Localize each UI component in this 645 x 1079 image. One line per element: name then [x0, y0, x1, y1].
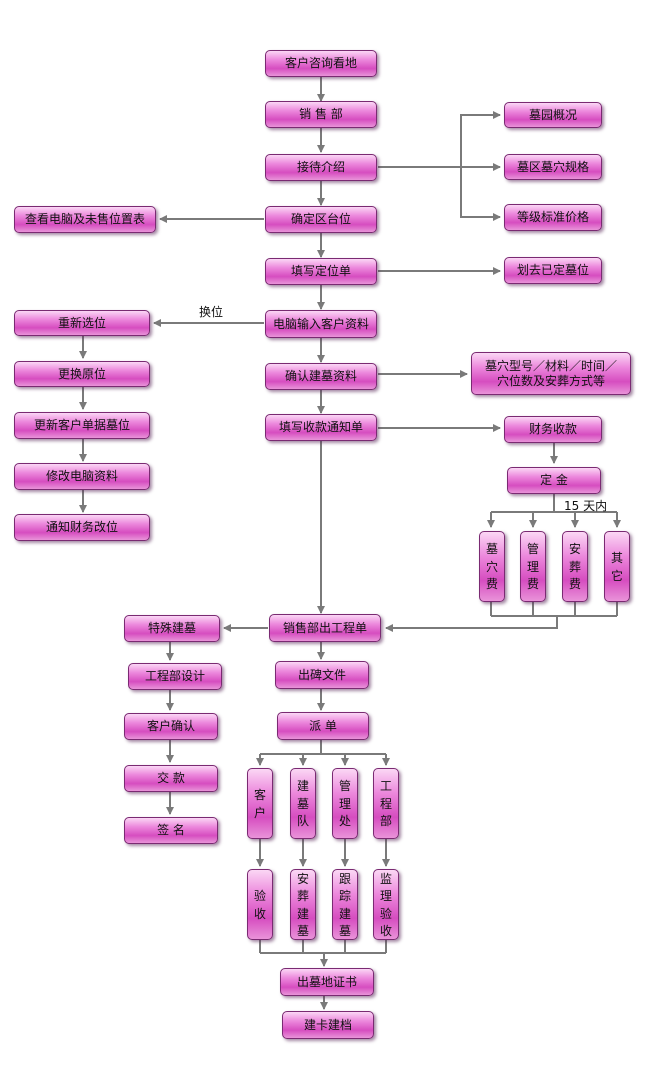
- node-sales-dept: 销 售 部: [265, 101, 377, 128]
- node-dispatch: 派 单: [277, 712, 369, 740]
- node-customer-confirm: 客户确认: [124, 713, 218, 740]
- node-work-order: 销售部出工程单: [269, 614, 381, 642]
- node-modify-pc: 修改电脑资料: [14, 463, 150, 490]
- node-fill-position: 填写定位单: [265, 258, 377, 285]
- node-dispatch-customer: 客 户: [247, 768, 273, 839]
- node-sign: 签 名: [124, 817, 218, 844]
- node-tomb-detail: 墓穴型号／材料／时间／ 穴位数及安葬方式等: [471, 352, 631, 395]
- node-accept-bury: 安 葬 建 墓: [290, 869, 316, 940]
- node-fee-other: 其 它: [604, 531, 630, 602]
- node-archive: 建卡建档: [282, 1011, 374, 1039]
- node-notify-finance: 通知财务改位: [14, 514, 150, 541]
- node-mark-booked: 划去已定墓位: [504, 257, 602, 284]
- node-dispatch-team: 建 墓 队: [290, 768, 316, 839]
- node-accept-check: 验 收: [247, 869, 273, 940]
- node-confirm-info: 确认建墓资料: [265, 363, 377, 390]
- node-tablet-file: 出碑文件: [275, 661, 369, 689]
- node-reselect: 重新选位: [14, 310, 150, 336]
- node-accept-track: 跟 踪 建 墓: [332, 869, 358, 940]
- node-update-customer: 更新客户单据墓位: [14, 412, 150, 439]
- node-fee-manage: 管 理 费: [520, 531, 546, 602]
- node-fee-burial: 安 葬 费: [562, 531, 588, 602]
- node-consult: 客户咨询看地: [265, 50, 377, 77]
- node-price: 等级标准价格: [504, 204, 602, 231]
- node-dispatch-office: 管 理 处: [332, 768, 358, 839]
- node-confirm-area: 确定区台位: [265, 206, 377, 233]
- node-dispatch-engineering: 工 程 部: [373, 768, 399, 839]
- node-certificate: 出墓地证书: [280, 968, 374, 996]
- node-eng-design: 工程部设计: [128, 663, 222, 690]
- node-fee-tomb: 墓 穴 费: [479, 531, 505, 602]
- node-special-tomb: 特殊建墓: [124, 615, 220, 642]
- node-reception: 接待介绍: [265, 154, 377, 181]
- node-change-original: 更换原位: [14, 361, 150, 387]
- node-pay: 交 款: [124, 765, 218, 792]
- node-finance: 财务收款: [504, 416, 602, 443]
- node-spec: 墓区墓穴规格: [504, 154, 602, 180]
- node-overview: 墓园概况: [504, 102, 602, 128]
- label-change-position: 换位: [199, 305, 224, 319]
- node-fill-payment: 填写收款通知单: [265, 414, 377, 441]
- node-deposit: 定 金: [507, 467, 601, 494]
- node-input-info: 电脑输入客户资料: [265, 310, 377, 338]
- node-accept-supervise: 监 理 验 收: [373, 869, 399, 940]
- node-check-pc: 查看电脑及未售位置表: [14, 206, 156, 233]
- label-within-15-days: 15 天内: [564, 499, 608, 513]
